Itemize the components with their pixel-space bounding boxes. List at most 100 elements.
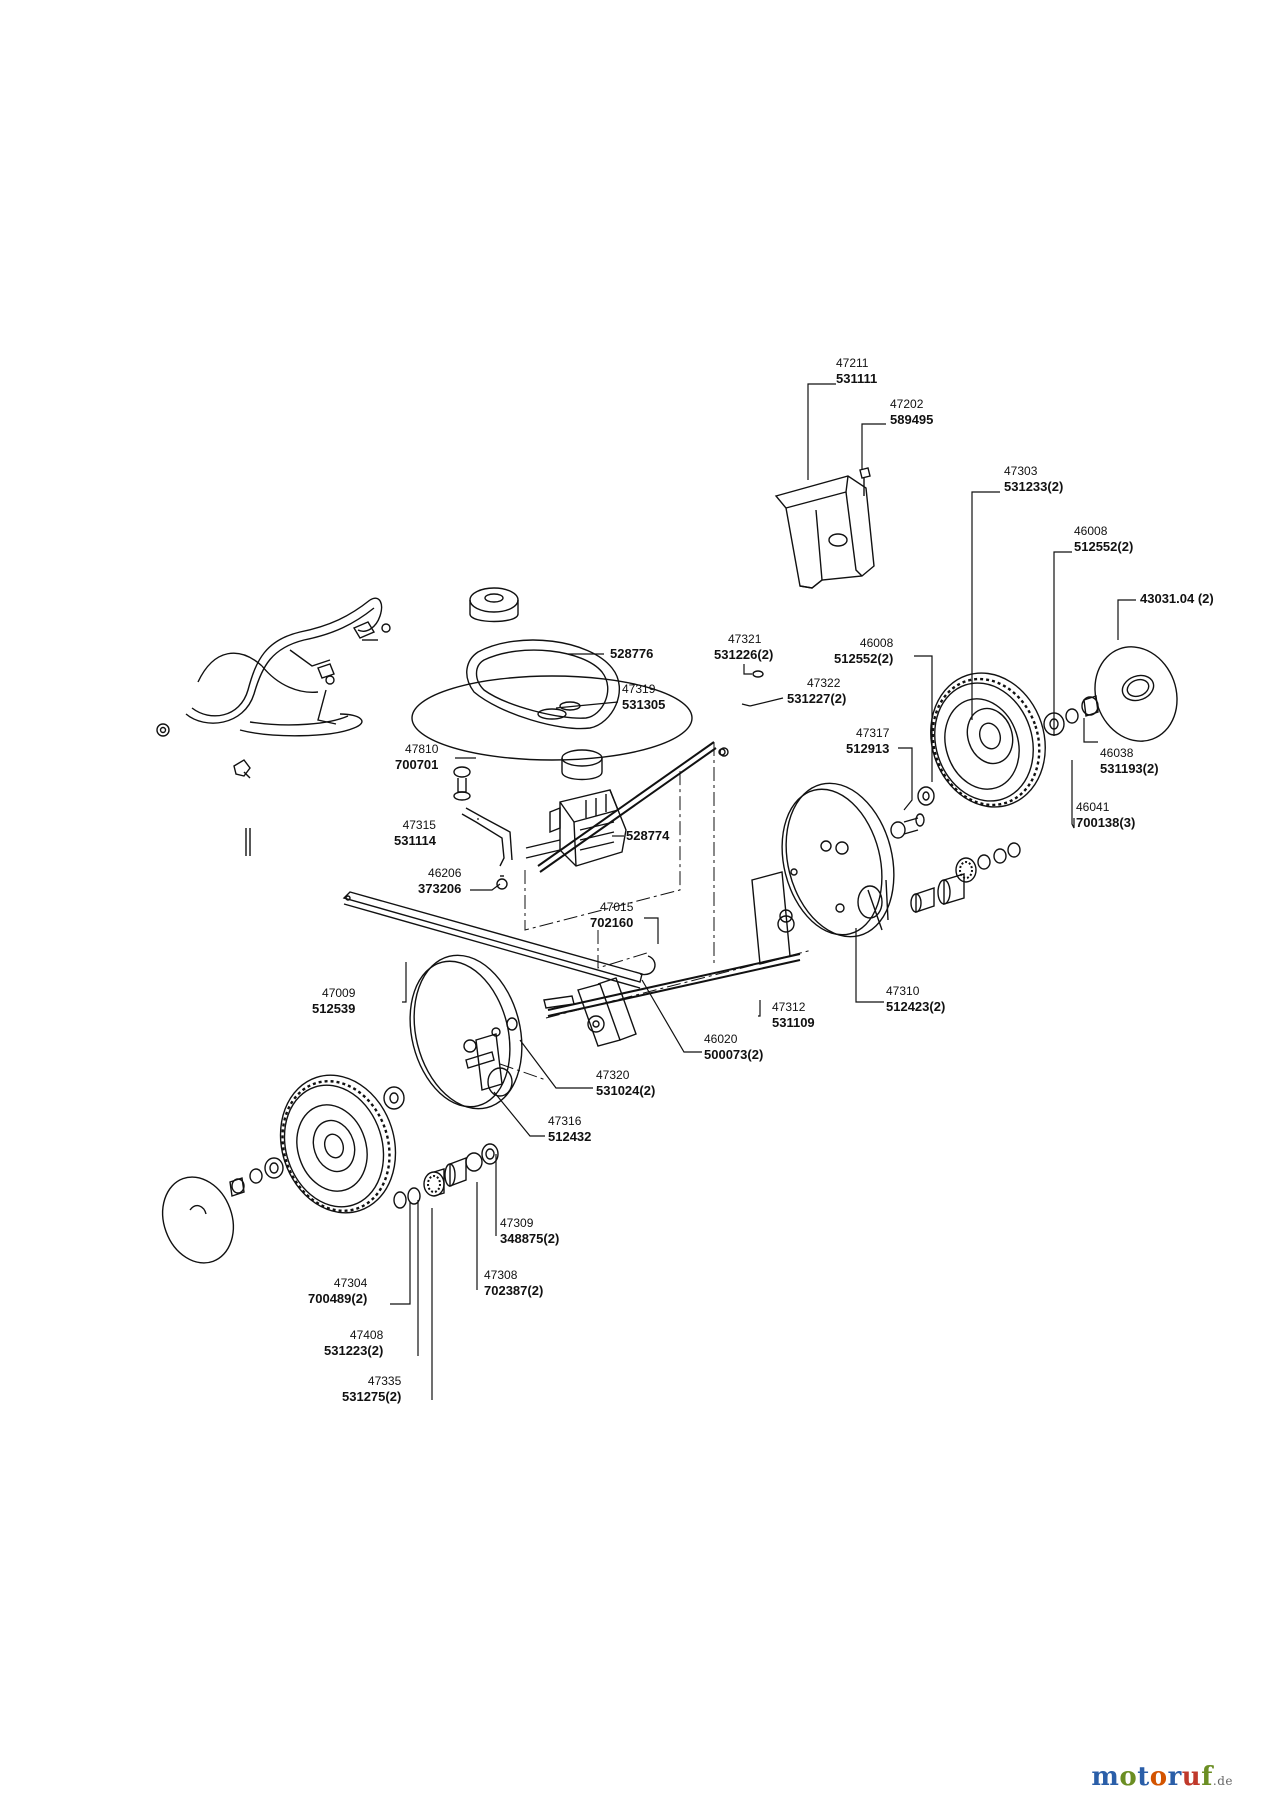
leader-46008b [914, 655, 933, 782]
part-number-new: 512913 [846, 741, 890, 756]
part-label-47810: 47810 700701 [395, 742, 438, 772]
hubcap-right [1094, 646, 1178, 742]
leader-lines [390, 383, 1136, 1400]
part-number-new: 531109 [772, 1015, 815, 1030]
leader-46020 [641, 979, 702, 1053]
part-number-old: 47317 [856, 726, 890, 740]
brand-letter: o [1119, 1762, 1138, 1792]
part-label-43031: 43031.04 (2) [1140, 591, 1214, 606]
brand-letter: f [1201, 1762, 1213, 1792]
leader-46008a [1053, 551, 1072, 736]
brand-letter: r [1167, 1762, 1182, 1792]
part-number-new: 512552(2) [1074, 539, 1134, 554]
part-label-46206: 46206 373206 [418, 866, 461, 896]
part-label-47211: 47211 531111 [836, 356, 877, 386]
part-label-47310: 47310 512423(2) [886, 984, 945, 1014]
right-washers [890, 695, 1099, 839]
part-label-47015: 47015 702160 [590, 900, 633, 930]
axle-bracket-assembly [543, 868, 801, 1047]
part-label-47335: 47335 531275(2) [342, 1374, 401, 1404]
part-number-old: 47015 [600, 900, 634, 914]
brand-letter: o [1149, 1762, 1168, 1792]
part-number-old: 46008 [859, 636, 894, 650]
brand-letter: u [1181, 1762, 1202, 1792]
hubcap-left [161, 1157, 284, 1264]
part-number-new: 700489(2) [308, 1291, 368, 1306]
part-label-47303: 47303 531233(2) [1004, 464, 1063, 494]
part-number-new: 700701 [395, 757, 439, 772]
part-label-47408: 47408 531223(2) [324, 1328, 383, 1358]
part-label-46020: 46020 500073(2) [704, 1032, 763, 1062]
axis-lines [499, 742, 813, 1081]
part-number-old: 46206 [428, 866, 462, 880]
part-number-old: 47211 [836, 356, 869, 370]
part-number-new: 528774 [626, 828, 670, 843]
part-number-old: 47810 [405, 742, 439, 756]
wheel-disc-left [409, 954, 523, 1110]
part-number-old: 47312 [772, 1000, 806, 1014]
part-label-47009: 47009 512539 [312, 986, 355, 1016]
part-number-new: 531114 [394, 833, 436, 848]
part-number-new: 531223(2) [324, 1343, 384, 1358]
part-number-new: 531305 [622, 697, 666, 712]
leader-46206 [470, 883, 501, 891]
part-number-new: 43031.04 (2) [1140, 591, 1214, 606]
part-number-new: 702160 [590, 915, 634, 930]
drive-cable-assembly [156, 597, 391, 856]
leader-47320 [519, 1039, 593, 1089]
part-number-new: 512552(2) [834, 651, 894, 666]
part-number-new: 512539 [312, 1001, 356, 1016]
brand-suffix: .de [1212, 1774, 1233, 1788]
part-number-new: 500073(2) [704, 1047, 764, 1062]
part-label-47320: 47320 531024(2) [596, 1068, 655, 1098]
part-number-old: 47303 [1004, 464, 1038, 478]
leader-47304 [390, 1202, 411, 1305]
cover-part [774, 467, 875, 589]
gearbox-part [525, 741, 729, 873]
part-label-47322: 47322 531227(2) [787, 676, 846, 706]
part-number-old: 47335 [367, 1374, 402, 1388]
part-number-old: 47315 [402, 818, 436, 832]
leader-47312 [758, 1000, 761, 1017]
part-number-new: 700138(3) [1076, 815, 1136, 830]
left-gear-bushings [393, 1143, 499, 1209]
part-label-528774: 528774 [626, 828, 669, 843]
part-label-47304: 47304 700489(2) [308, 1276, 367, 1306]
leader-47202 [861, 423, 886, 470]
brand-watermark-logo: motoruf.de [1091, 1762, 1233, 1792]
part-label-47317: 47317 512913 [846, 726, 889, 756]
part-number-new: 531275(2) [342, 1389, 402, 1404]
part-number-old: 47319 [622, 682, 656, 696]
part-number-new: 528776 [610, 646, 654, 661]
part-number-old: 47308 [484, 1268, 518, 1282]
part-label-47319: 47319 531305 [622, 682, 665, 712]
leader-47015 [644, 917, 659, 944]
part-number-new: 589495 [890, 412, 934, 427]
part-number-new: 531233(2) [1004, 479, 1064, 494]
part-label-47308: 47308 702387(2) [484, 1268, 543, 1298]
part-label-47316: 47316 512432 [548, 1114, 591, 1144]
part-number-new: 531024(2) [596, 1083, 656, 1098]
part-label-47202: 47202 589495 [890, 397, 933, 427]
part-number-new: 348875(2) [500, 1231, 560, 1246]
part-label-47312: 47312 531109 [772, 1000, 815, 1030]
part-number-old: 47316 [548, 1114, 582, 1128]
part-number-old: 47009 [322, 986, 356, 1000]
leader-46038 [1083, 718, 1098, 743]
part-number-old: 47304 [333, 1276, 368, 1290]
part-number-old: 46008 [1074, 524, 1108, 538]
part-number-old: 47202 [890, 397, 924, 411]
part-number-old: 46041 [1076, 800, 1110, 814]
part-number-new: 373206 [418, 881, 462, 896]
part-number-new: 531226(2) [714, 647, 774, 662]
part-number-old: 47320 [596, 1068, 630, 1082]
wheel-left [279, 1074, 405, 1214]
leader-47321 [743, 664, 752, 675]
part-label-47315: 47315 531114 [394, 818, 436, 848]
leader-47319 [555, 701, 619, 709]
right-gear-bushings [910, 842, 1021, 913]
brand-letter: t [1137, 1762, 1150, 1792]
part-number-new: 531193(2) [1100, 761, 1159, 776]
leader-43031 [1117, 599, 1136, 640]
